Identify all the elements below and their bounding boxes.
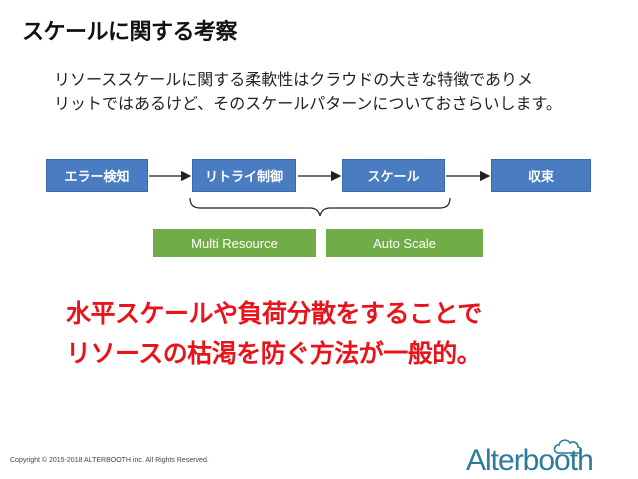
conclusion-text: 水平スケールや負荷分散をすることで リソースの枯渇を防ぐ方法が一般的。 [66, 294, 482, 374]
tag-auto-scale: Auto Scale [326, 229, 483, 257]
conclusion-line-1: 水平スケールや負荷分散をすることで [66, 299, 482, 328]
intro-line-1: リソーススケールに関する柔軟性はクラウドの大きな特徴でありメ [54, 70, 534, 89]
logo-text: Alterbooth [466, 444, 594, 477]
flow-step-retry-control: リトライ制御 [192, 159, 296, 192]
company-logo: Alterbooth [466, 438, 616, 477]
flow-step-convergence: 収束 [491, 159, 591, 192]
flow-step-scale: スケール [342, 159, 445, 192]
copyright-notice: Copyright © 2015-2018 ALTERBOOTH inc. Al… [10, 457, 209, 464]
intro-line-2: リットではあるけど、そのスケールパターンについておさらいします。 [54, 94, 562, 113]
conclusion-line-2: リソースの枯渇を防ぐ方法が一般的。 [66, 339, 482, 368]
bracket-brace [189, 197, 451, 217]
cloud-icon [553, 439, 582, 454]
intro-text: リソーススケールに関する柔軟性はクラウドの大きな特徴でありメ リットではあるけど… [54, 68, 624, 116]
flow-step-error-detect: エラー検知 [46, 159, 148, 192]
page-title: スケールに関する考察 [22, 20, 238, 45]
tag-multi-resource: Multi Resource [153, 229, 316, 257]
